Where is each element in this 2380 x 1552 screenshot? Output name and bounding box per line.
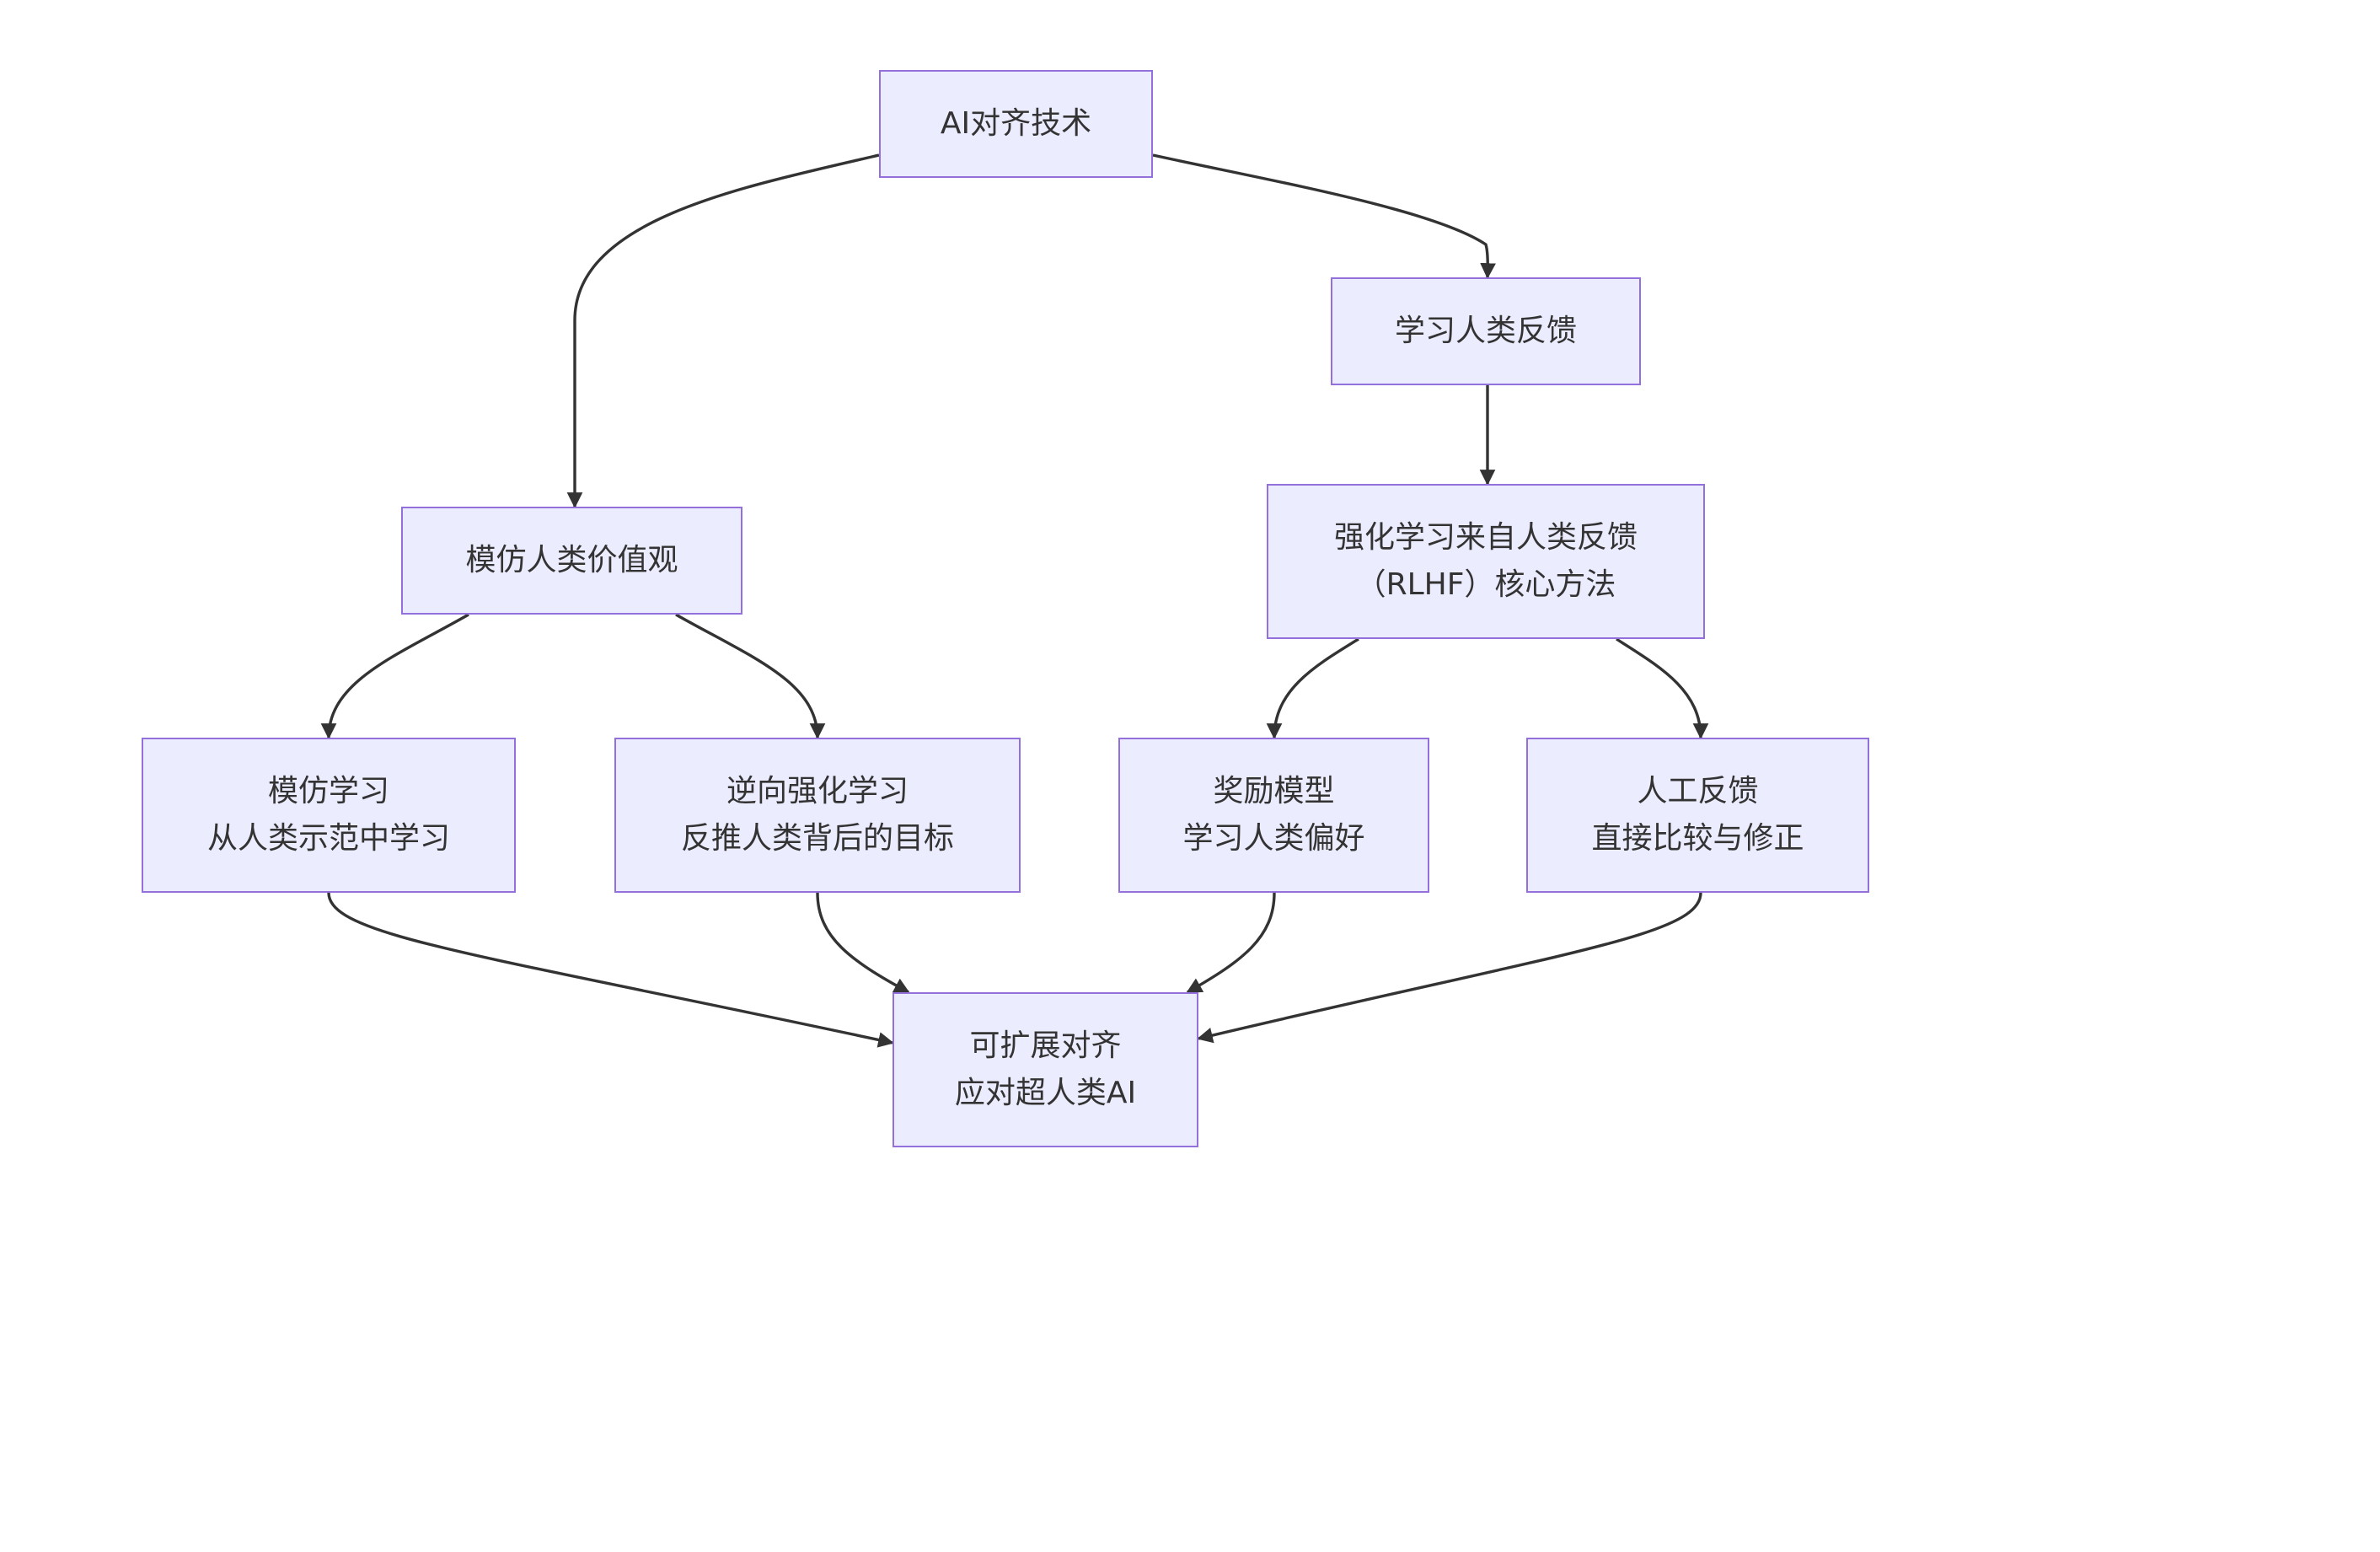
node-label-line-1: 可扩展对齐: [969, 1028, 1122, 1063]
node-label-line-2: 直接比较与修正: [1591, 821, 1804, 856]
edge-root-to-learn: [1152, 153, 1496, 279]
edge-human-to-scale: [1197, 892, 1702, 1044]
edge-rlhf-to-reward: [1266, 637, 1359, 739]
edge-root-to-imitate: [566, 153, 880, 508]
edge-imitate-to-irl: [675, 613, 826, 739]
edge-il-to-scale: [327, 892, 894, 1048]
node-label-line-1: 模仿学习: [267, 774, 389, 808]
node-ai-alignment-techniques: AI对齐技术: [879, 70, 1153, 178]
node-label-line-2: 反推人类背后的目标: [680, 821, 954, 856]
node-label-line-2: 应对超人类AI: [954, 1076, 1137, 1110]
node-label-line-1: 强化学习来自人类反馈: [1333, 520, 1638, 555]
edge-irl-to-scale: [816, 892, 910, 994]
node-label-line-1: 模仿人类价值观: [465, 543, 678, 577]
node-human-feedback: 人工反馈 直接比较与修正: [1526, 738, 1869, 893]
node-label-line-2: （RLHF）核心方法: [1355, 567, 1616, 602]
node-label-line-2: 学习人类偏好: [1182, 821, 1365, 856]
node-label-line-1: 学习人类反馈: [1394, 314, 1577, 348]
node-label-line-1: 逆向强化学习: [726, 774, 909, 808]
node-label-line-1: 人工反馈: [1637, 774, 1759, 808]
node-inverse-reinforcement-learning: 逆向强化学习 反推人类背后的目标: [614, 738, 1021, 893]
node-reward-model: 奖励模型 学习人类偏好: [1118, 738, 1429, 893]
node-label-line-1: AI对齐技术: [940, 106, 1092, 141]
edge-imitate-to-il: [320, 613, 469, 739]
node-scalable-alignment: 可扩展对齐 应对超人类AI: [892, 992, 1198, 1147]
node-label-line-1: 奖励模型: [1213, 774, 1335, 808]
node-imitate-human-values: 模仿人类价值观: [401, 507, 742, 615]
edge-rlhf-to-human: [1616, 637, 1709, 739]
node-label-line-2: 从人类示范中学习: [206, 821, 450, 856]
node-rlhf: 强化学习来自人类反馈 （RLHF）核心方法: [1267, 484, 1705, 639]
edge-reward-to-scale: [1186, 892, 1276, 994]
node-learn-human-feedback: 学习人类反馈: [1331, 277, 1641, 385]
node-imitation-learning: 模仿学习 从人类示范中学习: [142, 738, 516, 893]
